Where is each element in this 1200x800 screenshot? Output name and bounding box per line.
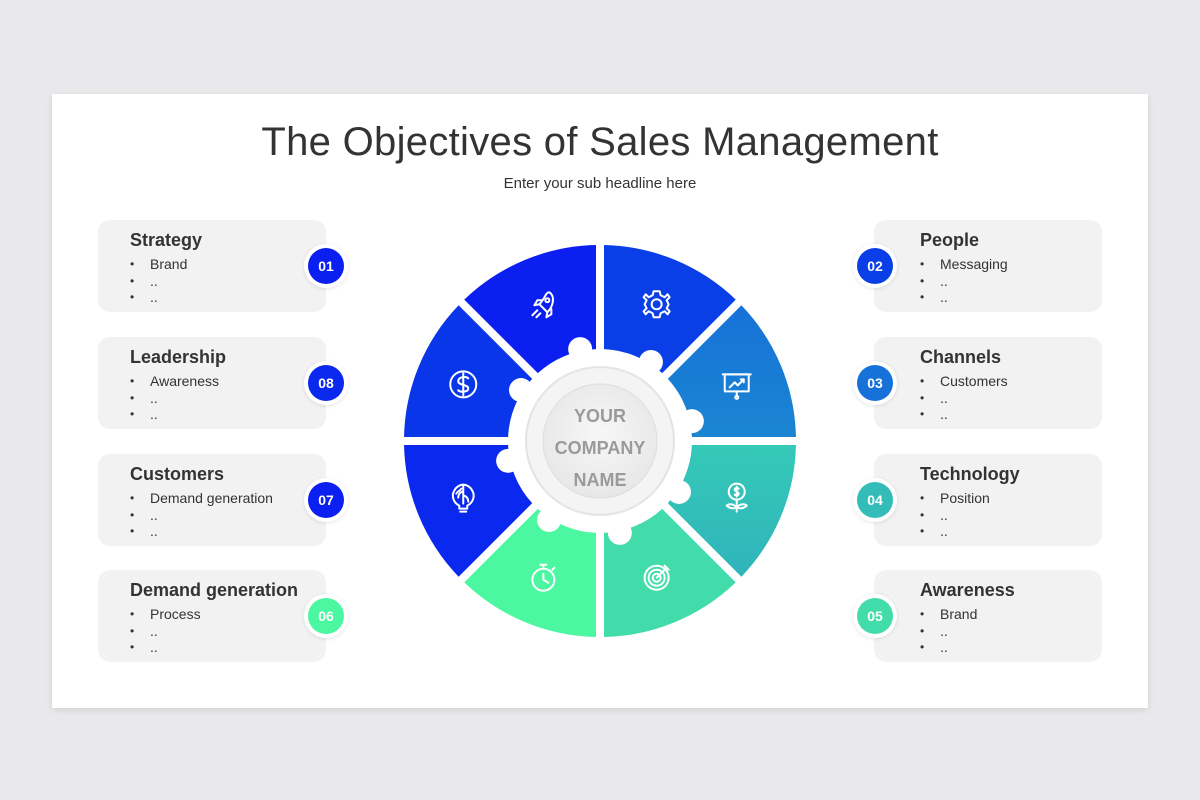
segment-notch	[537, 508, 562, 533]
bullet-item: ..	[920, 523, 990, 540]
bullet-list: Customers .. ..	[920, 373, 1008, 423]
number-badge-03: 03	[857, 365, 893, 401]
objective-card-leadership: Leadership Awareness .. ..	[98, 337, 326, 429]
objective-card-channels: Channels Customers .. ..	[874, 337, 1102, 429]
wheel-segment-06	[464, 508, 597, 637]
objective-card-awareness: Awareness Brand .. ..	[874, 570, 1102, 662]
company-name-label: YOUR COMPANY NAME	[550, 400, 650, 496]
bullet-item: Process	[130, 606, 201, 623]
number-badge-04: 04	[857, 482, 893, 518]
stopwatch-icon	[531, 563, 556, 592]
number-badge-08: 08	[308, 365, 344, 401]
number-badge-05: 05	[857, 598, 893, 634]
bullet-item: Demand generation	[130, 490, 273, 507]
card-title: Demand generation	[130, 580, 299, 600]
objective-card-demand-generation: Demand generation Process .. ..	[98, 570, 326, 662]
rocket-icon	[531, 291, 554, 319]
bullet-item: ..	[130, 390, 219, 407]
segment-notch	[607, 520, 632, 545]
bullet-item: ..	[920, 406, 1008, 423]
gear-icon	[642, 290, 671, 319]
card-title: Strategy	[130, 230, 203, 250]
wheel-icons	[449, 290, 752, 592]
card-title: Technology	[920, 464, 1020, 484]
objective-card-people: People Messaging .. ..	[874, 220, 1102, 312]
segment-notch	[638, 349, 663, 374]
card-title: People	[920, 230, 980, 250]
bullet-item: ..	[130, 523, 273, 540]
center-disc	[542, 383, 658, 499]
segment-notch	[496, 448, 521, 473]
bullet-item: ..	[920, 639, 977, 656]
number-badge-06: 06	[308, 598, 344, 634]
bullet-item: Awareness	[130, 373, 219, 390]
segment-notch	[667, 479, 692, 504]
target-icon	[643, 564, 670, 591]
bullet-item: Customers	[920, 373, 1008, 390]
bullet-item: Messaging	[920, 256, 1008, 273]
bullet-item: ..	[130, 273, 187, 290]
bullet-list: Process .. ..	[130, 606, 201, 656]
bullet-item: ..	[920, 623, 977, 640]
card-title: Customers	[130, 464, 225, 484]
bullet-item: ..	[130, 623, 201, 640]
bullet-item: ..	[130, 289, 187, 306]
wheel-segment-07	[404, 444, 533, 577]
objective-card-strategy: Strategy Brand .. ..	[98, 220, 326, 312]
wheel-segment-04	[667, 444, 796, 577]
bullet-item: ..	[130, 639, 201, 656]
number-badge-01: 01	[308, 248, 344, 284]
bullet-item: ..	[920, 507, 990, 524]
bullet-list: Brand .. ..	[130, 256, 187, 306]
objective-card-technology: Technology Position .. ..	[874, 454, 1102, 546]
number-badge-02: 02	[857, 248, 893, 284]
objective-card-customers: Customers Demand generation .. ..	[98, 454, 326, 546]
wheel-segments	[404, 245, 796, 637]
slide-title: The Objectives of Sales Management	[261, 120, 939, 164]
bullet-item: ..	[920, 289, 1008, 306]
dollar-icon	[449, 370, 478, 399]
wheel-segment-05	[603, 508, 736, 637]
card-title: Awareness	[920, 580, 1015, 600]
bullet-item: ..	[130, 406, 219, 423]
wheel-segment-02	[603, 245, 736, 374]
slide-subtitle: Enter your sub headline here	[503, 175, 697, 192]
wheel-segment-03	[667, 305, 796, 438]
wheel-segment-08	[404, 305, 533, 438]
presentation-chart-icon	[721, 373, 752, 400]
company-name-line-2: COMPANY	[554, 438, 646, 458]
bullet-item: Brand	[130, 256, 187, 273]
money-plant-icon	[725, 482, 748, 513]
segment-notch	[508, 378, 533, 403]
bullet-list: Demand generation .. ..	[130, 490, 273, 540]
bullet-item: Brand	[920, 606, 977, 623]
bullet-item: Position	[920, 490, 990, 507]
company-name-line-3: NAME	[573, 470, 627, 490]
card-title: Leadership	[130, 347, 227, 367]
segment-notch	[568, 337, 593, 362]
segment-notch	[679, 409, 704, 434]
bullet-list: Position .. ..	[920, 490, 990, 540]
brain-bulb-icon	[451, 483, 475, 513]
company-name-line-1: YOUR	[573, 406, 626, 426]
card-title: Channels	[920, 347, 1002, 367]
bullet-item: ..	[920, 273, 1008, 290]
bullet-list: Awareness .. ..	[130, 373, 219, 423]
wheel-segment-01	[464, 245, 597, 374]
bullet-item: ..	[130, 507, 273, 524]
bullet-item: ..	[920, 390, 1008, 407]
bullet-list: Messaging .. ..	[920, 256, 1008, 306]
number-badge-07: 07	[308, 482, 344, 518]
bullet-list: Brand .. ..	[920, 606, 977, 656]
